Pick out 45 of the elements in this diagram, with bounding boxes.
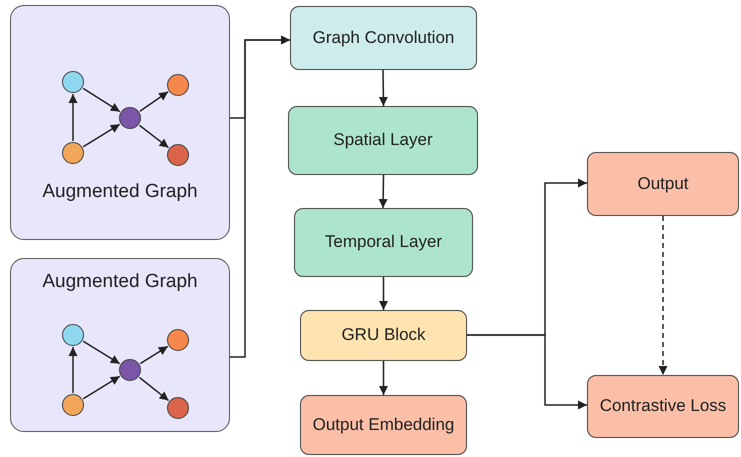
node-label: GRU Block xyxy=(341,324,426,346)
arrow xyxy=(378,70,388,106)
arrow xyxy=(139,91,169,112)
process-box xyxy=(300,310,467,361)
graph-node-circle xyxy=(62,70,84,92)
arrow xyxy=(82,124,120,148)
node-label: Output xyxy=(637,172,689,195)
node-label: Contrastive Loss xyxy=(600,395,726,418)
process-box xyxy=(300,395,467,455)
arrow xyxy=(68,94,78,141)
arrow xyxy=(379,361,388,395)
arrow xyxy=(138,376,170,402)
graph-panel xyxy=(10,5,230,240)
graph-node-circle xyxy=(62,394,84,416)
graph-node-circle xyxy=(166,144,188,166)
node-label: Augmented Graph xyxy=(41,271,199,293)
arrow xyxy=(82,376,120,400)
arrow xyxy=(467,334,587,410)
graph-node-circle xyxy=(62,142,84,164)
node-label: Augmented Graph xyxy=(41,181,199,203)
graph-node-circle xyxy=(166,328,188,350)
process-box xyxy=(587,375,739,438)
arrow xyxy=(68,347,78,393)
arrow xyxy=(139,124,169,148)
process-box xyxy=(290,6,477,70)
arrow xyxy=(378,174,388,208)
arrow xyxy=(230,36,290,358)
graph-node-circle xyxy=(166,396,188,418)
process-box xyxy=(288,106,478,175)
graph-node-circle xyxy=(166,74,188,96)
node-label: Graph Convolution xyxy=(312,26,454,49)
node-label: Output Embedding xyxy=(312,414,454,436)
arrow xyxy=(140,346,168,364)
node-label: Spatial Layer xyxy=(333,129,433,152)
graph-node-circle xyxy=(62,324,84,346)
arrow xyxy=(82,88,120,112)
graph-node-circle xyxy=(118,106,140,128)
process-box xyxy=(587,152,739,216)
node-label: Temporal Layer xyxy=(324,231,442,254)
graph-node-circle xyxy=(118,358,140,380)
arrow xyxy=(82,340,120,364)
arrow xyxy=(379,277,388,310)
process-box xyxy=(294,208,473,277)
graph-panel xyxy=(10,258,230,432)
arrow xyxy=(658,216,668,375)
